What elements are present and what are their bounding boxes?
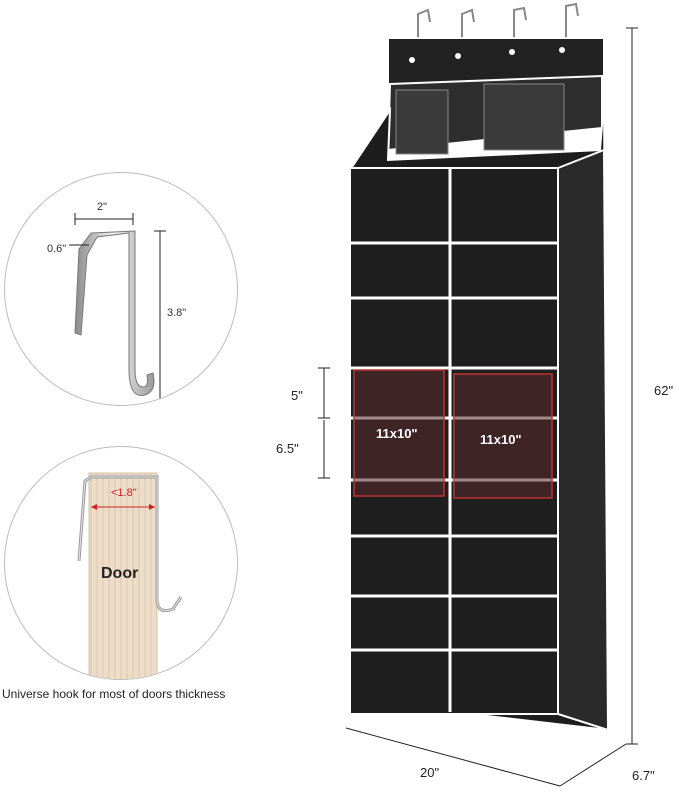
door-label: Door <box>101 565 139 582</box>
door-illustration <box>77 472 183 679</box>
hook-illustration <box>69 213 166 402</box>
pocket-height-small-label: 5" <box>291 388 303 403</box>
pocket-size-left-label: 11x10" <box>376 426 418 441</box>
door-detail-circle: <1.8" Door <box>4 446 238 680</box>
hook-depth-label: 0.6" <box>47 243 67 255</box>
door-thickness-label: <1.8" <box>111 487 137 499</box>
pocket-size-right-label: 11x10" <box>480 432 522 447</box>
hook-caption: Universe hook for most of doors thicknes… <box>2 687 226 701</box>
depth-label: 6.7" <box>632 768 655 783</box>
top-hooks <box>417 2 579 48</box>
width-label: 20" <box>420 765 440 780</box>
pocket-height-large-label: 6.5" <box>276 441 299 456</box>
hook-height-label: 3.8" <box>167 307 187 319</box>
total-height-label: 62" <box>654 383 674 398</box>
hook-detail-circle: 2" 0.6" 3.8" <box>4 172 238 406</box>
hook-width-label: 2" <box>97 201 108 213</box>
